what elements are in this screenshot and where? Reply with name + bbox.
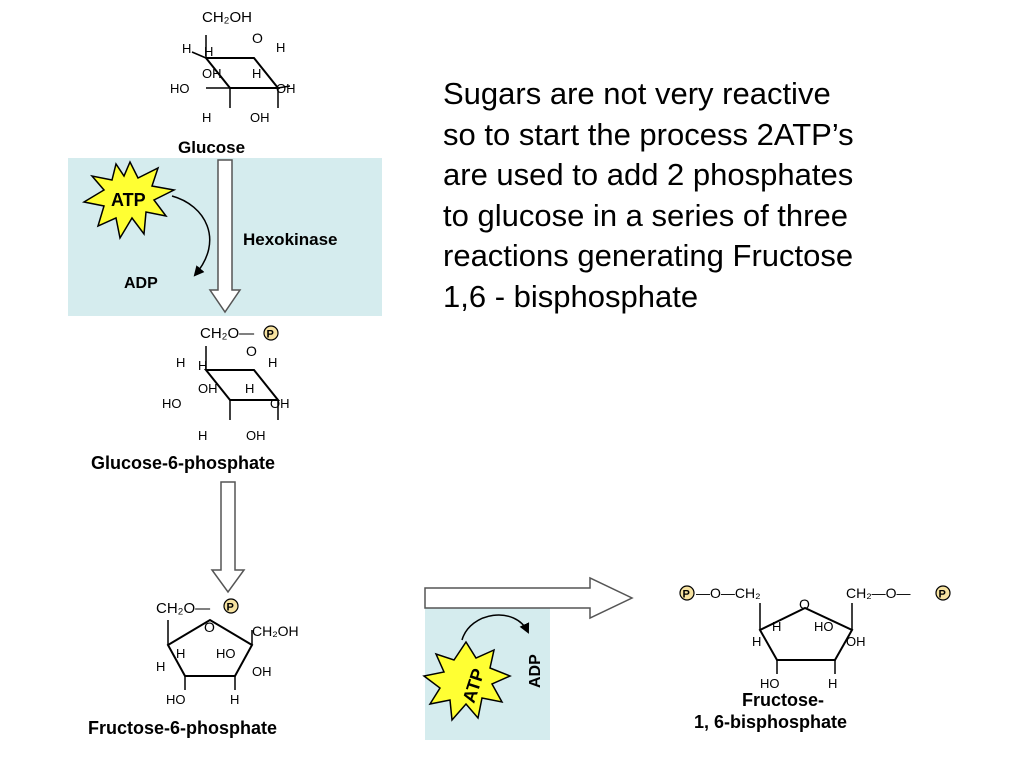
- g6p-phosphate-p: P: [267, 329, 274, 341]
- g6p-h-left2: H: [198, 358, 207, 373]
- f6p-phosphate-p: P: [227, 602, 234, 614]
- f6p-h-bottom: H: [230, 692, 239, 707]
- f16bp-structure: P —O—CH₂ O CH₂—O— P H H HO OH HO H Fruct…: [679, 585, 951, 732]
- reaction3-atp-starburst: ATP: [422, 640, 512, 722]
- reaction1-enzyme-label: Hexokinase: [243, 230, 338, 249]
- f6p-oh-right: OH: [252, 664, 272, 679]
- g6p-oh-mid: OH: [198, 381, 218, 396]
- reaction1-atp-label: ATP: [111, 190, 146, 210]
- f6p-ch2oh: CH₂OH: [252, 623, 299, 639]
- reaction1-down-arrow: [208, 159, 242, 314]
- g6p-h-left: H: [176, 355, 185, 370]
- f6p-ho-mid: HO: [216, 646, 236, 661]
- glucose-oh-mid: OH: [202, 66, 222, 81]
- glucose-h-mid: H: [252, 66, 261, 81]
- glucose-oh-bottom: OH: [250, 110, 270, 125]
- g6p-oh-right: OH: [270, 396, 290, 411]
- f6p-o: O: [204, 619, 215, 635]
- glucose-o: O: [252, 30, 263, 46]
- f16bp-left-chain: —O—CH₂: [696, 585, 761, 601]
- glucose-ch2oh: CH₂OH: [202, 9, 252, 26]
- f6p-phosphate-circle: [223, 598, 239, 614]
- reaction1-atp-starburst: ATP: [81, 160, 177, 241]
- f6p-ho-bottom: HO: [166, 692, 186, 707]
- f6p-structure: CH₂O— P O CH₂OH H HO OH H HO H Fructose-…: [88, 598, 299, 738]
- reaction3-right-arrow: [424, 576, 634, 620]
- reaction3-adp-label: ADP: [527, 654, 544, 688]
- g6p-ho: HO: [162, 396, 182, 411]
- f16bp-h-left: H: [752, 634, 761, 649]
- f16bp-phosphate-right-circle: [935, 585, 951, 601]
- f16bp-o: O: [799, 596, 810, 612]
- f6p-h-mid: H: [176, 646, 185, 661]
- explanation-text: Sugars are not very reactive so to start…: [443, 76, 854, 314]
- f16bp-phosphate-left-p: P: [683, 589, 690, 601]
- g6p-h-mid: H: [245, 381, 254, 396]
- g6p-label: Glucose-6-phosphate: [91, 453, 275, 473]
- reaction3-curved-arrow: [461, 614, 530, 641]
- glucose-h-right: H: [276, 40, 285, 55]
- f16bp-label-line1: Fructose-: [742, 690, 824, 710]
- reaction2-down-arrow: [210, 481, 246, 594]
- f16bp-h-bottom: H: [828, 676, 837, 691]
- reaction1-curved-arrow: [171, 195, 211, 277]
- glucose-ho: HO: [170, 81, 190, 96]
- f16bp-oh-right: OH: [846, 634, 866, 649]
- g6p-o: O: [246, 343, 257, 359]
- g6p-oh-bottom: OH: [246, 428, 266, 443]
- f16bp-ho-bottom: HO: [760, 676, 780, 691]
- f16bp-right-chain: CH₂—O—: [846, 585, 911, 601]
- f6p-h-left: H: [156, 659, 165, 674]
- g6p-structure: CH₂O— P H H O H HO OH H OH H OH Glucose-…: [91, 325, 290, 473]
- glucose-h-left: H: [182, 41, 191, 56]
- f16bp-ho-inner: HO: [814, 619, 834, 634]
- glucose-h-left2: H: [204, 44, 213, 59]
- g6p-phosphate-circle: [263, 325, 279, 341]
- glucose-structure: CH₂OH H H O H HO OH H OH H OH Glucose: [170, 9, 296, 157]
- g6p-ch2o: CH₂O—: [200, 325, 254, 342]
- glucose-oh-right: OH: [276, 81, 296, 96]
- f16bp-phosphate-left-circle: [679, 585, 695, 601]
- f6p-label: Fructose-6-phosphate: [88, 718, 277, 738]
- f16bp-h-inner: H: [772, 619, 781, 634]
- f6p-ch2o: CH₂O—: [156, 600, 210, 617]
- f16bp-label-line2: 1, 6-bisphosphate: [694, 712, 847, 732]
- reaction1-adp-label: ADP: [124, 275, 158, 292]
- glucose-label: Glucose: [178, 138, 245, 157]
- g6p-h-bottom: H: [198, 428, 207, 443]
- glucose-h-bottom: H: [202, 110, 211, 125]
- g6p-h-right: H: [268, 355, 277, 370]
- f16bp-phosphate-right-p: P: [939, 589, 946, 601]
